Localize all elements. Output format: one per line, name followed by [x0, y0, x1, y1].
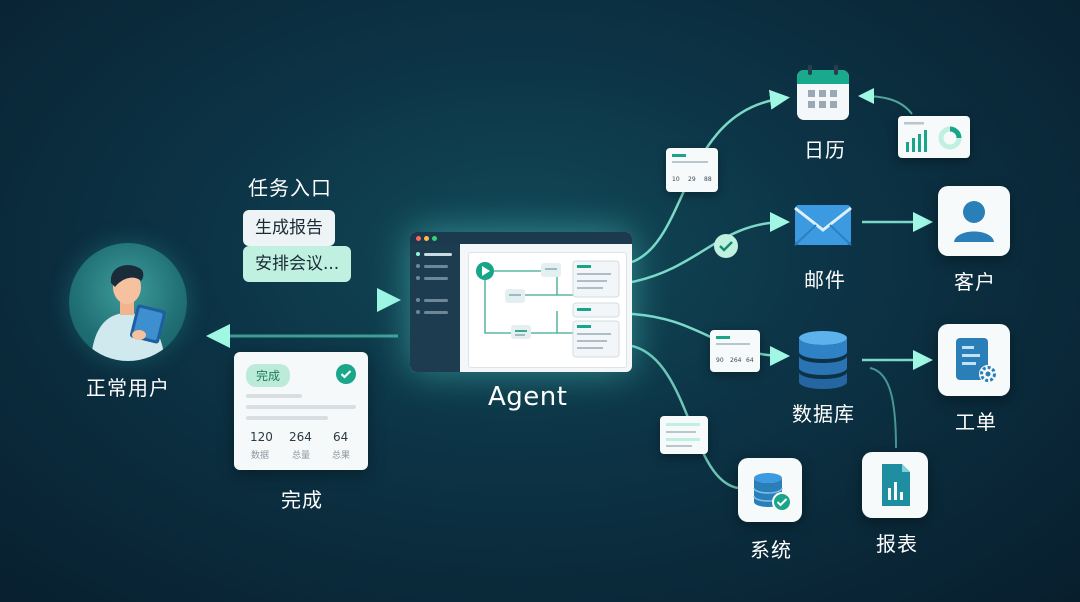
- stat-value: 64: [333, 430, 349, 444]
- check-icon: [336, 364, 356, 384]
- mail-label: 邮件: [804, 268, 846, 292]
- workflow-diagram: [476, 260, 620, 358]
- task-bubble-report[interactable]: 生成报告: [243, 210, 335, 246]
- mini-stat: 64: [746, 357, 754, 364]
- agent-sidebar: [410, 244, 460, 372]
- user-label: 正常用户: [86, 376, 170, 400]
- report-tile[interactable]: [862, 452, 928, 518]
- agent-window[interactable]: [410, 232, 632, 372]
- database-icon: [799, 331, 847, 389]
- report-chart-icon: [882, 464, 910, 506]
- agent-titlebar: [410, 232, 632, 244]
- stat-label: 数据: [251, 451, 270, 461]
- workflow-canvas[interactable]: [468, 252, 627, 368]
- system-tile[interactable]: [738, 458, 802, 522]
- stat-label: 总果: [332, 451, 351, 461]
- mini-stat: 29: [688, 176, 696, 183]
- customer-label: 客户: [954, 270, 996, 294]
- done-label: 完成: [281, 488, 323, 512]
- document-gear-icon: [956, 338, 997, 383]
- customer-tile[interactable]: [938, 186, 1010, 256]
- stat-label: 总量: [292, 451, 311, 461]
- calendar-label: 日历: [804, 138, 846, 162]
- person-icon: [954, 201, 994, 242]
- report-label: 报表: [876, 532, 918, 556]
- stat-value: 120: [250, 430, 273, 444]
- user-with-tablet-icon: [91, 265, 167, 361]
- database-label: 数据库: [792, 402, 855, 426]
- text-line: [246, 416, 328, 420]
- text-line: [246, 405, 356, 409]
- bar-donut-icon: [904, 122, 962, 152]
- mini-stats-card-mid: 90 264 64: [710, 330, 760, 372]
- chart-widget-card: [898, 116, 970, 158]
- system-label: 系统: [750, 538, 792, 562]
- calendar-icon: [797, 65, 849, 120]
- mini-stat: 90: [716, 357, 724, 364]
- mail-tile[interactable]: [794, 204, 852, 246]
- user-avatar: [69, 243, 187, 361]
- done-result-card: 完成 120 数据 264 总量 64 总果: [234, 352, 368, 470]
- ticket-label: 工单: [955, 410, 997, 434]
- window-dot-yellow: [424, 236, 429, 241]
- text-line: [246, 394, 302, 398]
- envelope-icon: [794, 205, 852, 246]
- agent-label: Agent: [488, 382, 568, 412]
- mini-stat: 88: [704, 176, 712, 183]
- window-dot-green: [432, 236, 437, 241]
- mini-stats-card-top: 10 29 88: [666, 148, 718, 192]
- done-badge: 完成: [246, 364, 291, 387]
- mini-list-card: [660, 416, 708, 454]
- stat-value: 264: [289, 430, 312, 444]
- calendar-tile[interactable]: [794, 62, 852, 124]
- ticket-tile[interactable]: [938, 324, 1010, 396]
- task-bubble-meeting[interactable]: 安排会议...: [243, 246, 352, 282]
- database-check-icon: [753, 473, 792, 512]
- mini-stat: 264: [730, 357, 742, 364]
- database-tile[interactable]: [797, 330, 849, 390]
- task-entry-title: 任务入口: [248, 176, 332, 200]
- window-dot-red: [416, 236, 421, 241]
- mini-stat: 10: [672, 176, 680, 183]
